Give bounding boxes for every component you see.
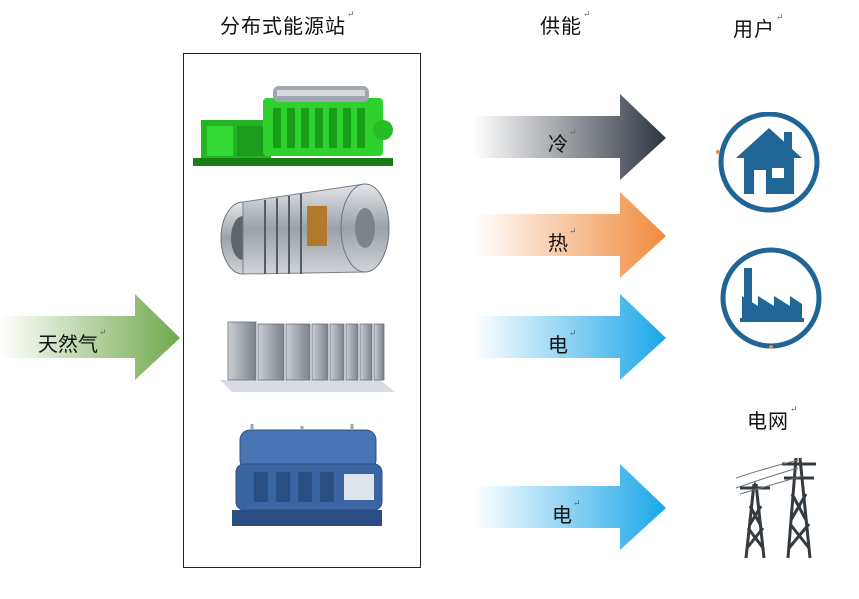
grid-header: 电网↵: [747, 405, 799, 433]
electricity-label-grid: 电↵: [552, 499, 581, 527]
electricity-arrow-user: [474, 294, 668, 382]
gas-engine-generator-image: [193, 80, 403, 172]
house-icon: [716, 112, 822, 218]
cooling-label: 冷↵: [548, 128, 577, 156]
electricity-arrow-grid: [474, 464, 668, 552]
natural-gas-arrow: [0, 294, 182, 382]
battery-storage-image: [220, 318, 395, 394]
station-header: 分布式能源站↵: [220, 10, 356, 38]
electricity-label-user: 电↵: [548, 329, 577, 357]
heating-arrow: [474, 192, 668, 280]
transmission-tower-icon: [736, 448, 820, 566]
gas-turbine-image: [215, 176, 405, 282]
user-header: 用户↵: [733, 13, 785, 41]
supply-header: 供能↵: [540, 10, 592, 38]
absorption-chiller-image: [232, 424, 387, 532]
cooling-arrow: [474, 94, 668, 182]
natural-gas-label: 天然气↵: [38, 328, 107, 356]
factory-icon: [718, 246, 824, 352]
heating-label: 热↵: [548, 227, 577, 255]
